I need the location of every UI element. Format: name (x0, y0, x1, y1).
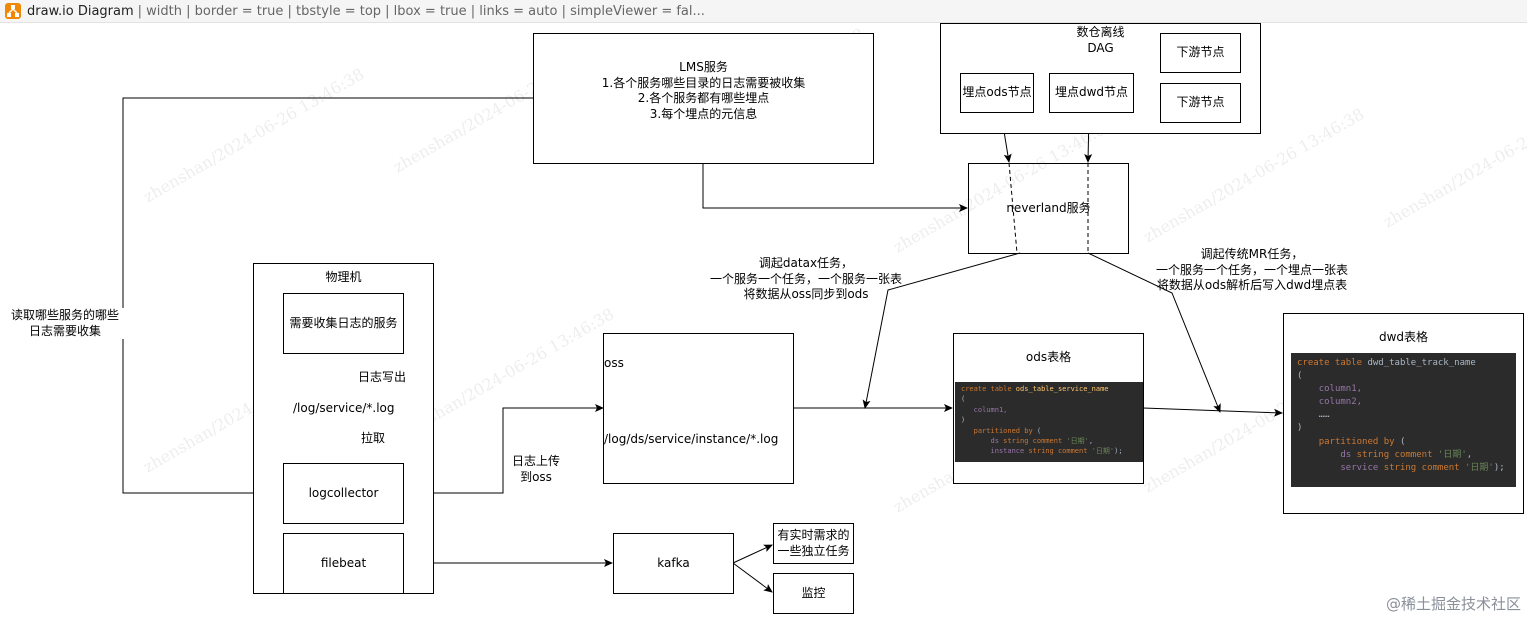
dwd-table-label: dwd表格 (1378, 330, 1429, 344)
dag-title: 数仓离线 DAG (1076, 25, 1125, 55)
drawio-logo-icon (5, 3, 21, 19)
dwd-code-block: create table dwd_table_track_name ( colu… (1291, 353, 1516, 487)
lms-service-box[interactable]: LMS服务 1.各个服务哪些目录的日志需要被收集 2.各个服务都有哪些埋点 3.… (533, 33, 874, 164)
read-services-label: 读取哪些服务的哪些 日志需要收集 (6, 308, 124, 340)
filebeat-box[interactable]: filebeat (283, 533, 404, 594)
pull-label: 拉取 (361, 431, 386, 445)
ods-code-block: create table ods_table_service_name ( co… (955, 382, 1143, 462)
edge-kafka-to-monitor (732, 562, 773, 593)
mr-task-label: 调起传统MR任务， 一个服务一个任务，一个埋点一张表 将数据从ods解析后写入d… (1155, 247, 1348, 293)
viewer-params: | width | border = true | tbstyle = top … (137, 3, 705, 19)
dwd-node-label: 埋点dwd节点 (1054, 85, 1129, 100)
source-watermark: @稀土掘金技术社区 (1385, 595, 1521, 613)
neverland-service-box[interactable]: neverland服务 (968, 163, 1129, 254)
datax-task-label: 调起datax任务， 一个服务一个任务，一个服务一张表 将数据从oss同步到od… (709, 256, 902, 302)
edge-lms-to-logcollector (122, 97, 533, 497)
logcollector-label: logcollector (308, 485, 379, 500)
edge-logcollector-to-oss (403, 404, 604, 494)
lms-service-label: LMS服务 1.各个服务哪些目录的日志需要被收集 2.各个服务都有哪些埋点 3.… (601, 60, 806, 121)
title-bar: draw.io Diagram | width | border = true … (0, 0, 1527, 23)
edge-neverland-dashed-left (1008, 162, 1018, 254)
oss-box[interactable]: oss /log/ds/service/instance/*.log (603, 333, 794, 484)
edge-kafka-to-realtime (732, 544, 773, 564)
filebeat-label: filebeat (320, 555, 367, 570)
log-write-label: 日志写出 (358, 370, 407, 384)
logcollector-box[interactable]: logcollector (283, 463, 404, 524)
upload-label: 日志上传 到oss (512, 454, 561, 484)
monitor-box[interactable]: 监控 (773, 573, 854, 614)
app-title: draw.io Diagram (27, 3, 134, 19)
edge-lms-to-neverland (702, 163, 968, 212)
service-collect-box[interactable]: 需要收集日志的服务 (283, 293, 404, 354)
kafka-box[interactable]: kafka (613, 533, 734, 594)
edge-neverland-to-mr (1087, 252, 1221, 413)
downstream-node-1[interactable]: 下游节点 (1160, 33, 1241, 73)
oss-path-label: /log/ds/service/instance/*.log (604, 431, 779, 446)
ods-node-label: 埋点ods节点 (962, 85, 1032, 100)
monitor-label: 监控 (801, 585, 826, 600)
neverland-service-label: neverland服务 (1006, 200, 1091, 215)
ods-node-box[interactable]: 埋点ods节点 (960, 73, 1034, 113)
ods-table-label: ods表格 (1025, 350, 1072, 364)
realtime-task-label: 有实时需求的 一些独立任务 (777, 527, 850, 558)
realtime-task-box[interactable]: 有实时需求的 一些独立任务 (773, 523, 854, 564)
downstream-node-2-label: 下游节点 (1176, 95, 1225, 110)
dwd-node-box[interactable]: 埋点dwd节点 (1049, 73, 1134, 113)
downstream-node-2[interactable]: 下游节点 (1160, 83, 1241, 123)
edge-neverland-to-datax (862, 252, 1021, 409)
physical-machine-label: 物理机 (325, 270, 362, 284)
service-collect-label: 需要收集日志的服务 (289, 315, 398, 330)
oss-label: oss (604, 356, 624, 370)
downstream-node-1-label: 下游节点 (1176, 45, 1225, 60)
kafka-label: kafka (657, 555, 690, 570)
log-path-label: /log/service/*.log (293, 401, 395, 415)
edge-ods-to-dwd (1142, 407, 1283, 417)
